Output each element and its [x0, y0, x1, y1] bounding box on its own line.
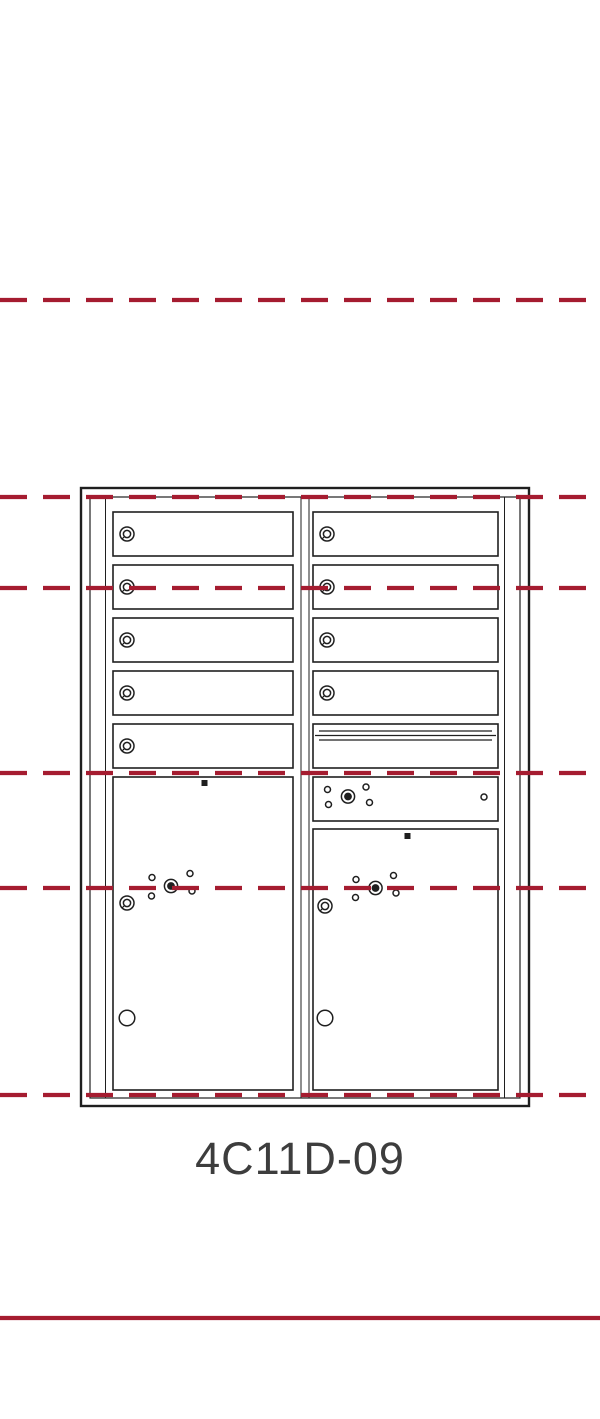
lock-prep-hole — [186, 869, 194, 878]
tenant-door-left-3 — [112, 617, 294, 663]
section-guide-lines — [0, 297, 600, 1321]
tenant-door-right-3 — [312, 617, 499, 663]
mailbox-cabinet — [79, 486, 531, 1108]
lock-prep-hole — [147, 892, 156, 900]
collection-access-panel — [312, 776, 499, 822]
lock-prep-hole — [351, 893, 360, 902]
lock-prep-hole — [323, 785, 332, 794]
lock-prep-hole — [362, 783, 370, 791]
model-number-label: 4C11D-09 — [195, 1133, 405, 1184]
lock-prep-hole — [352, 875, 360, 884]
tenant-door-left-1 — [112, 511, 294, 557]
tenant-door-right-4 — [312, 670, 499, 716]
bottom-mounting-hole — [118, 1009, 136, 1027]
tenant-door-left-4 — [112, 670, 294, 716]
vent-hole — [201, 780, 208, 786]
lock-prep-hole — [365, 798, 374, 807]
lock-prep-hole — [148, 873, 156, 882]
bottom-mounting-hole — [316, 1009, 334, 1027]
lock-prep-hole — [389, 871, 398, 880]
tenant-door-right-1 — [312, 511, 499, 557]
vent-hole — [404, 833, 411, 839]
parcel-locker-door-right — [312, 828, 499, 1091]
lock-prep-hole — [324, 800, 333, 809]
lock-prep-hole — [480, 793, 488, 801]
tenant-door-left-5 — [112, 723, 294, 769]
parcel-locker-door-left — [112, 776, 294, 1091]
